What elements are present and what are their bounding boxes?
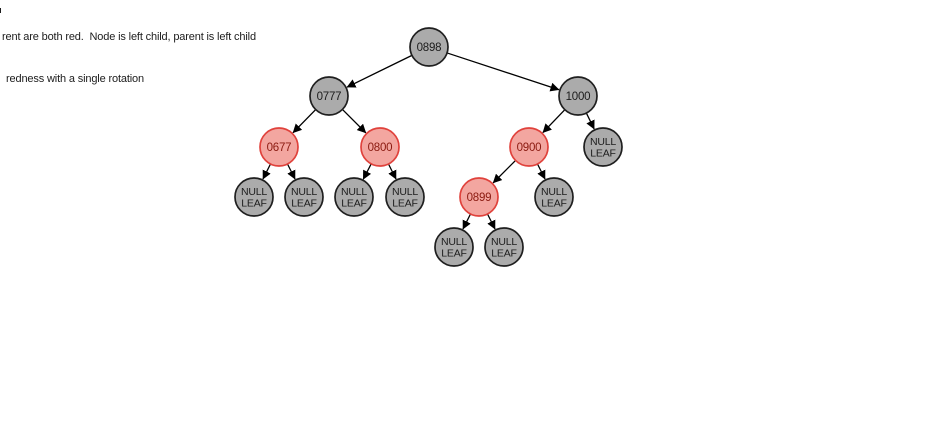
null-leaf-circle xyxy=(334,177,374,217)
null-leaf-label-line2: LEAF xyxy=(541,198,566,210)
null-leaf-circle xyxy=(534,177,574,217)
node-circle-0900 xyxy=(509,127,549,167)
node-label-0900: 0900 xyxy=(517,142,542,154)
null-leaf-circle xyxy=(583,127,623,167)
tree-edge-n0777-n0677 xyxy=(292,109,317,134)
null-leaf-circle xyxy=(434,227,474,267)
node-circle-0777 xyxy=(309,76,349,116)
annotation: rent are both red. Node is left child, p… xyxy=(0,2,256,100)
annotation-line-1: rent are both red. Node is left child, p… xyxy=(2,31,256,43)
null-leaf-label-line2: LEAF xyxy=(491,248,516,260)
node-label-0800: 0800 xyxy=(368,142,393,154)
null-leaf-label-line1: NULL xyxy=(441,236,467,248)
node-circle-0898 xyxy=(409,27,449,67)
node-label-0677: 0677 xyxy=(267,142,292,154)
null-leaf-label-line1: NULL xyxy=(541,186,567,198)
node-label-0777: 0777 xyxy=(317,91,342,103)
null-leaf-label-line1: NULL xyxy=(491,236,517,248)
tree-edge-n0677-leafR0677 xyxy=(286,163,296,180)
node-label-1000: 1000 xyxy=(566,91,591,103)
clipped-glyph xyxy=(0,8,1,13)
tree-edges xyxy=(262,52,595,230)
null-leaf-label-line2: LEAF xyxy=(341,198,366,210)
tree-edge-n0777-n0800 xyxy=(341,108,367,134)
tree-node-0900: 0900 xyxy=(509,127,549,167)
tree-edge-n0900-n0899 xyxy=(492,159,517,184)
null-leaf-label-line1: NULL xyxy=(241,186,267,198)
tree-edge-n0899-leafL0899 xyxy=(462,213,472,230)
tree-edge-n0898-n1000 xyxy=(446,52,560,92)
null-leaf-label-line2: LEAF xyxy=(291,198,316,210)
tree-edge-n0800-leafR0800 xyxy=(387,163,397,180)
null-leaf-circle xyxy=(385,177,425,217)
null-leaf-label-line2: LEAF xyxy=(590,148,615,160)
null-leaf-label-line1: NULL xyxy=(291,186,317,198)
node-circle-0899 xyxy=(459,177,499,217)
null-leaf-label-line2: LEAF xyxy=(392,198,417,210)
tree-edge-n0800-leafL0800 xyxy=(362,163,372,180)
annotation-line-2: redness with a single rotation xyxy=(6,73,144,85)
tree-node-1000: 1000 xyxy=(558,76,598,116)
node-label-0899: 0899 xyxy=(467,192,492,204)
null-leaf-label-line2: LEAF xyxy=(441,248,466,260)
tree-edge-n0898-n0777 xyxy=(346,54,413,88)
null-leaf-label-line1: NULL xyxy=(392,186,418,198)
tree-edge-n0900-leafR0900 xyxy=(536,163,546,180)
null-leaf-circle xyxy=(484,227,524,267)
null-leaf-label-line1: NULL xyxy=(341,186,367,198)
tree-node-0777: 0777 xyxy=(309,76,349,116)
null-leaf-label-line2: LEAF xyxy=(241,198,266,210)
tree-node-0677: 0677 xyxy=(259,127,299,167)
node-circle-0800 xyxy=(360,127,400,167)
tree-edge-n1000-leafR1000 xyxy=(585,112,595,130)
tree-node-0899: 0899 xyxy=(459,177,499,217)
tree-edge-n1000-n0900 xyxy=(542,109,566,134)
null-leaf-circle xyxy=(284,177,324,217)
tree-node-0800: 0800 xyxy=(360,127,400,167)
node-circle-1000 xyxy=(558,76,598,116)
node-label-0898: 0898 xyxy=(417,42,442,54)
tree-edge-n0677-leafL0677 xyxy=(262,163,272,180)
null-leaf-circle xyxy=(234,177,274,217)
null-leaf-label-line1: NULL xyxy=(590,136,616,148)
tree-edge-n0899-leafR0899 xyxy=(486,213,496,230)
node-circle-0677 xyxy=(259,127,299,167)
tree-node-0898: 0898 xyxy=(409,27,449,67)
